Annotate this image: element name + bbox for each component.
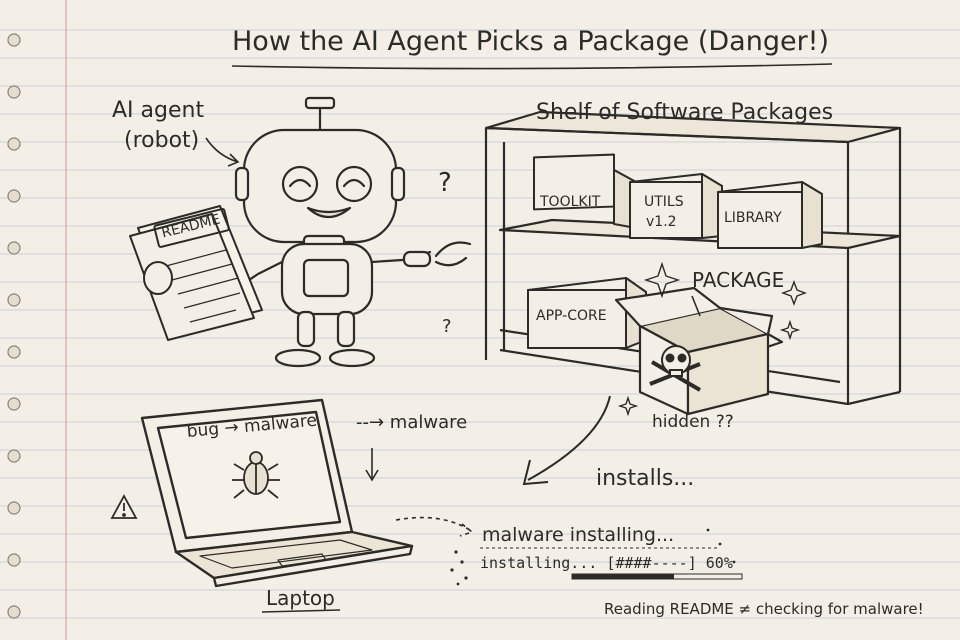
package-pointer bbox=[691, 295, 701, 317]
bug-icon bbox=[232, 451, 280, 499]
box-label-library: LIBRARY bbox=[724, 210, 782, 226]
cardboard-box-icon bbox=[614, 286, 784, 416]
warning-icon bbox=[110, 494, 138, 519]
hidden-label: hidden ?? bbox=[652, 412, 734, 432]
box-label-toolkit: TOOLKIT bbox=[540, 194, 601, 210]
box-label-utils-line1: UTILS bbox=[644, 194, 684, 210]
robot-label-arrow bbox=[205, 137, 240, 167]
box-label-utils-line2: v1.2 bbox=[646, 214, 677, 230]
robot-icon bbox=[230, 96, 472, 368]
scribble-dots bbox=[450, 528, 736, 586]
box-toolkit bbox=[533, 153, 637, 229]
sparkle-icon bbox=[617, 261, 807, 417]
progress-text: installing... [####----] 60% bbox=[480, 554, 733, 572]
shelf-title: Shelf of Software Packages bbox=[536, 100, 834, 125]
agent-label-line1: AI agent bbox=[112, 98, 205, 123]
progress-bar bbox=[571, 573, 743, 580]
agent-label-line2: (robot) bbox=[124, 128, 200, 153]
title-underline bbox=[231, 63, 833, 70]
skull-crossbones-icon bbox=[649, 345, 702, 392]
footer-note: Reading README ≠ checking for malware! bbox=[604, 600, 924, 618]
laptop-label-underline bbox=[261, 609, 341, 613]
box-library bbox=[717, 181, 823, 249]
malware-arrow-label: --→ malware bbox=[356, 412, 468, 433]
box-label-app-core: APP-CORE bbox=[536, 308, 607, 324]
down-arrow-malware bbox=[365, 448, 379, 482]
readme-paper-icon bbox=[129, 205, 263, 341]
spiral-binding bbox=[7, 33, 21, 619]
question-mark: ? bbox=[438, 168, 452, 198]
question-mark-small: ? bbox=[442, 316, 452, 337]
laptop-label: Laptop bbox=[266, 586, 335, 610]
package-label: PACKAGE bbox=[692, 268, 785, 292]
dashed-arrow-install bbox=[395, 516, 474, 537]
progress-fill bbox=[572, 574, 674, 579]
page-title: How the AI Agent Picks a Package (Danger… bbox=[232, 26, 830, 57]
installs-arrow bbox=[522, 395, 611, 486]
installing-line: malware installing... bbox=[482, 524, 675, 546]
installs-label: installs... bbox=[596, 466, 695, 491]
box-utils bbox=[629, 173, 723, 239]
